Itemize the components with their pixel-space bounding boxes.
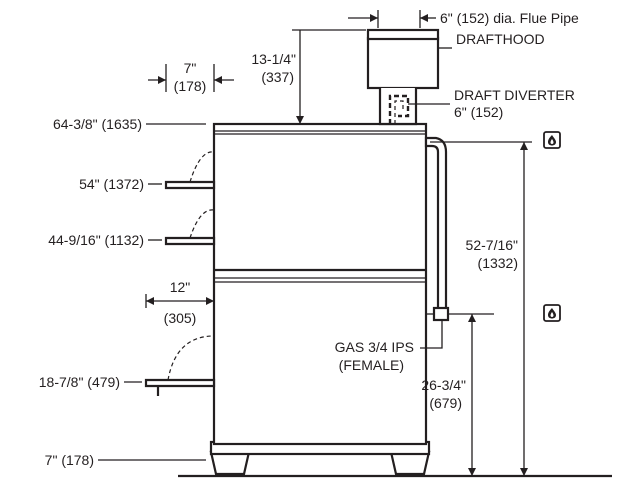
- gas-flame-icon: [543, 304, 561, 322]
- drafthood-top-band: [366, 28, 440, 41]
- door-44: [164, 236, 216, 246]
- flue-pipe-label: 6" (152) dia. Flue Pipe: [440, 10, 579, 26]
- height-26-mm-label: (679): [429, 395, 462, 411]
- gas-pipe: [424, 136, 448, 312]
- door-54: [164, 180, 216, 190]
- flue-connector: [378, 88, 418, 126]
- gas-pipe-fitting: [432, 306, 450, 322]
- door-18-swing: [167, 335, 215, 381]
- left-leg: [209, 450, 251, 476]
- door-12-mm-label: (305): [164, 310, 197, 326]
- arrow-13-bottom: [296, 116, 304, 124]
- door-54-label: 54" (1372): [79, 176, 144, 192]
- gas-line1-label: GAS 3/4 IPS: [335, 339, 414, 355]
- arrow-12-left: [146, 297, 154, 305]
- draft-diverter-shape: [388, 94, 410, 124]
- height-52-in-label: 52-7/16": [466, 237, 518, 253]
- arrow-26-bottom: [468, 468, 476, 476]
- leader-gas: [420, 320, 443, 349]
- drafthood-label: DRAFTHOOD: [456, 31, 545, 47]
- door-44-swing: [189, 209, 215, 239]
- draft-diverter-size-label: 6" (152): [454, 104, 503, 120]
- flue-height-in-label: 13-1/4": [251, 51, 296, 67]
- arrow-6-right: [420, 14, 428, 22]
- height-26-in-label: 26-3/4": [421, 377, 466, 393]
- draft-diverter-inner: [394, 100, 404, 124]
- overall-height-label: 64-3/8" (1635): [53, 116, 142, 132]
- width-7-in-label: 7": [184, 60, 197, 76]
- door-44-label: 44-9/16" (1132): [48, 232, 144, 248]
- width-7-mm-label: (178): [174, 78, 207, 94]
- door-18-label: 18-7/8" (479): [39, 374, 120, 390]
- door-18: [144, 378, 216, 388]
- drafthood-box: [366, 36, 440, 90]
- oven-body: [212, 122, 428, 446]
- gas-flame-icon: [543, 131, 561, 149]
- arrow-7-left: [158, 76, 166, 84]
- flue-height-mm-label: (337): [261, 69, 294, 85]
- arrow-26-top: [468, 314, 476, 322]
- leg-height-label: 7" (178): [45, 452, 94, 468]
- gas-line2-label: (FEMALE): [339, 357, 404, 373]
- door-12-in-label: 12": [170, 279, 191, 295]
- arrow-7-right: [214, 76, 222, 84]
- arrow-6-left: [370, 14, 378, 22]
- right-leg: [389, 450, 431, 476]
- arrow-12-right: [206, 297, 214, 305]
- draft-diverter-label: DRAFT DIVERTER: [454, 87, 575, 103]
- door-54-swing: [189, 151, 215, 183]
- arrow-52-bottom: [520, 468, 528, 476]
- height-52-mm-label: (1332): [478, 255, 518, 271]
- arrow-52-top: [520, 142, 528, 150]
